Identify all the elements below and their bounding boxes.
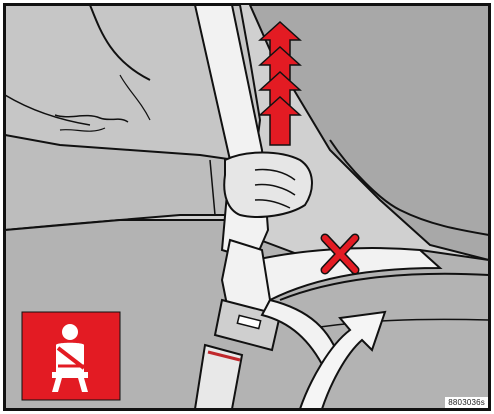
figure-code: 8803036s <box>445 397 488 408</box>
seatbelt-warning-icon <box>22 312 120 400</box>
